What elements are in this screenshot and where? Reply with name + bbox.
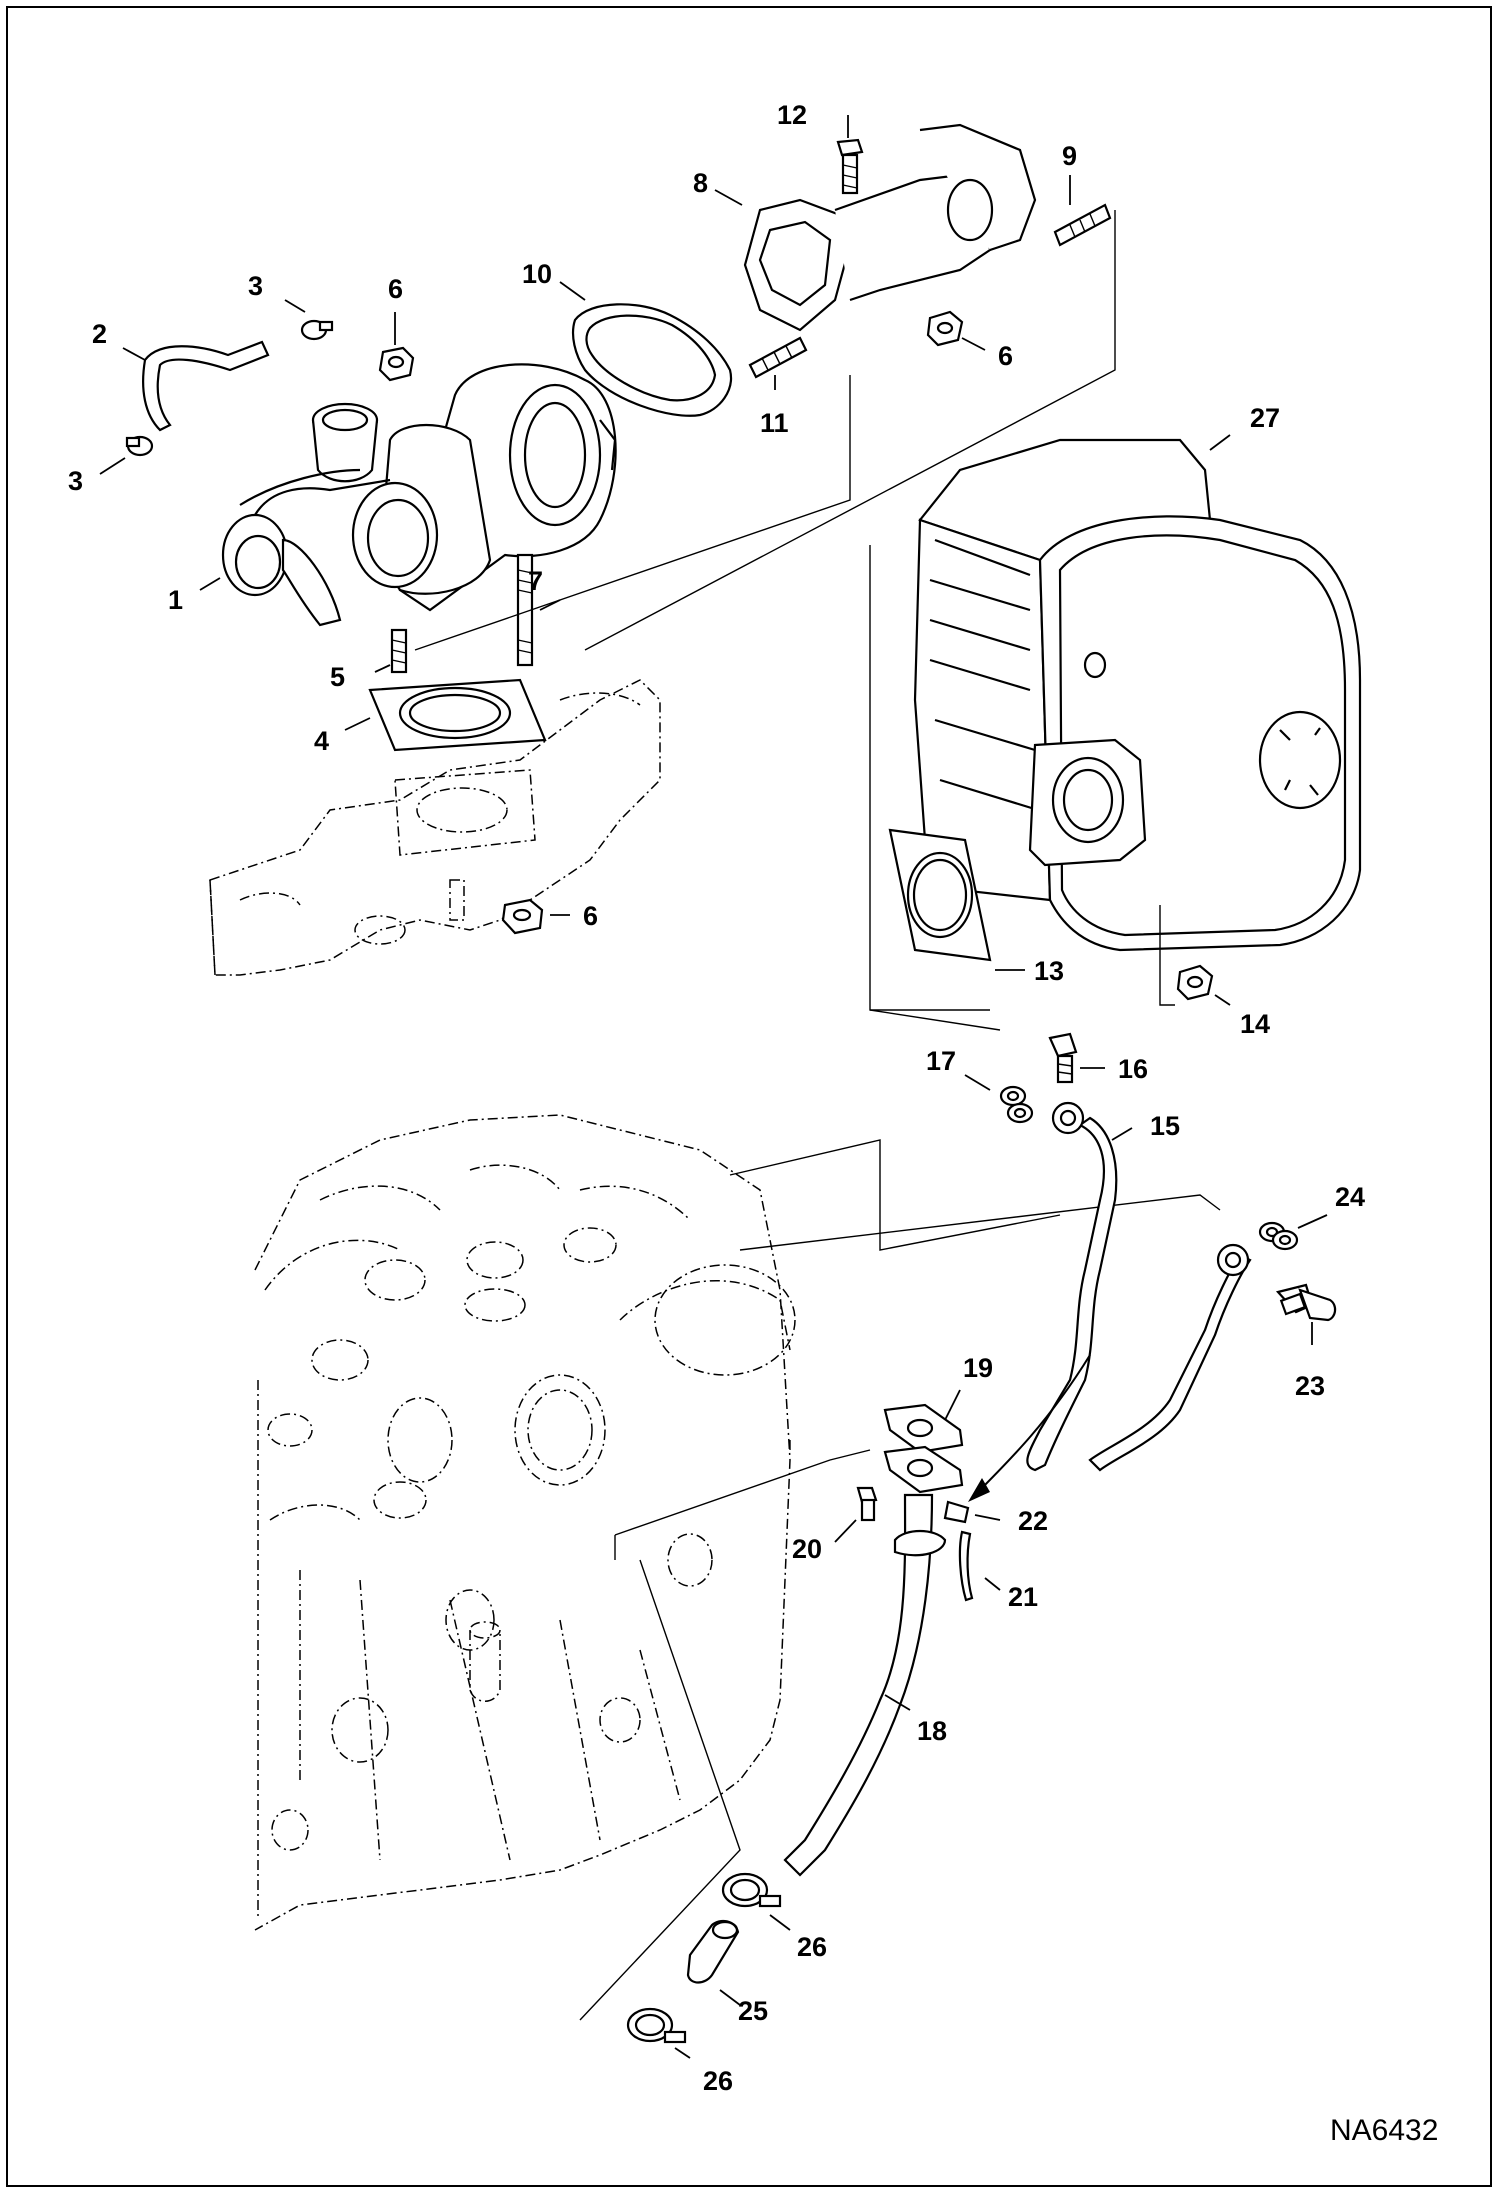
clamp-26-lower [626,2007,687,2044]
washers-24 [1258,1221,1299,1251]
hose-25 [686,1919,740,1984]
gasket-4 [368,678,547,752]
callout-10: 10 [522,259,552,289]
bolt-12 [836,138,864,195]
nut-6-bottom [501,898,544,935]
oil-pipe-24-end [1088,1243,1252,1472]
clamp-3-upper [300,319,334,341]
callout-23: 23 [1295,1371,1325,1401]
callout-17: 17 [926,1046,956,1076]
callout-20: 20 [792,1534,822,1564]
bolt-20 [856,1486,878,1522]
callout-labels: 2 3 3 6 1 5 4 7 10 8 12 9 11 6 6 27 13 1… [68,100,1438,2147]
oil-feed-pipe-15 [1026,1101,1118,1472]
callout-22: 22 [1018,1506,1048,1536]
callout-11: 11 [760,408,789,438]
gasket-10 [571,303,733,417]
diagram-frame [6,6,1492,2187]
callout-26-lower: 26 [703,2066,733,2096]
callout-18: 18 [917,1716,947,1746]
callout-24: 24 [1335,1182,1365,1212]
callout-9: 9 [1062,141,1077,171]
stud-7 [516,553,534,667]
callout-3-upper: 3 [248,271,263,301]
leader-lines [99,115,1328,2059]
callout-6-top: 6 [388,274,403,304]
callout-12: 12 [777,100,807,130]
drawing-code: NA6432 [1330,2114,1438,2147]
engine-block [254,1114,796,1931]
callout-6-bottom: 6 [583,901,598,931]
turbocharger-assembly [125,319,617,752]
banjo-bolt-16 [1048,1032,1078,1084]
callout-2: 2 [92,319,107,349]
gasket-13 [888,828,992,962]
callout-8: 8 [693,168,708,198]
nut-6-right [926,310,964,347]
callout-1: 1 [168,585,183,615]
callout-21: 21 [1008,1582,1038,1612]
muffler-27 [913,438,1362,952]
callout-4: 4 [314,726,329,756]
stud-5 [390,628,408,674]
clamp-26-upper [721,1872,782,1908]
callout-6-right: 6 [998,341,1013,371]
callout-19: 19 [963,1353,993,1383]
cotter-pin-21 [958,1530,974,1602]
callout-25: 25 [738,1996,768,2026]
callout-26-upper: 26 [797,1932,827,1962]
clamp-3-lower [125,435,154,457]
callout-13: 13 [1034,956,1064,986]
callout-7: 7 [528,566,543,596]
callout-27: 27 [1250,403,1280,433]
callout-5: 5 [330,662,345,692]
oil-return-flange-19 [883,1403,964,1494]
callout-3-lower: 3 [68,466,83,496]
oil-return-hose-18 [783,1493,947,1877]
stud-11 [748,336,808,379]
exhaust-elbow-8 [743,123,1037,332]
callout-16: 16 [1118,1054,1148,1084]
exhaust-manifold [209,679,661,976]
nut-6-top [378,346,415,382]
stud-9 [1053,203,1112,247]
callout-15: 15 [1150,1111,1180,1141]
banjo-bolt-23 [1275,1283,1337,1322]
nut-14 [1176,964,1214,1001]
callout-14: 14 [1240,1009,1270,1039]
washers-17 [999,1085,1034,1124]
clip-22 [943,1500,970,1524]
